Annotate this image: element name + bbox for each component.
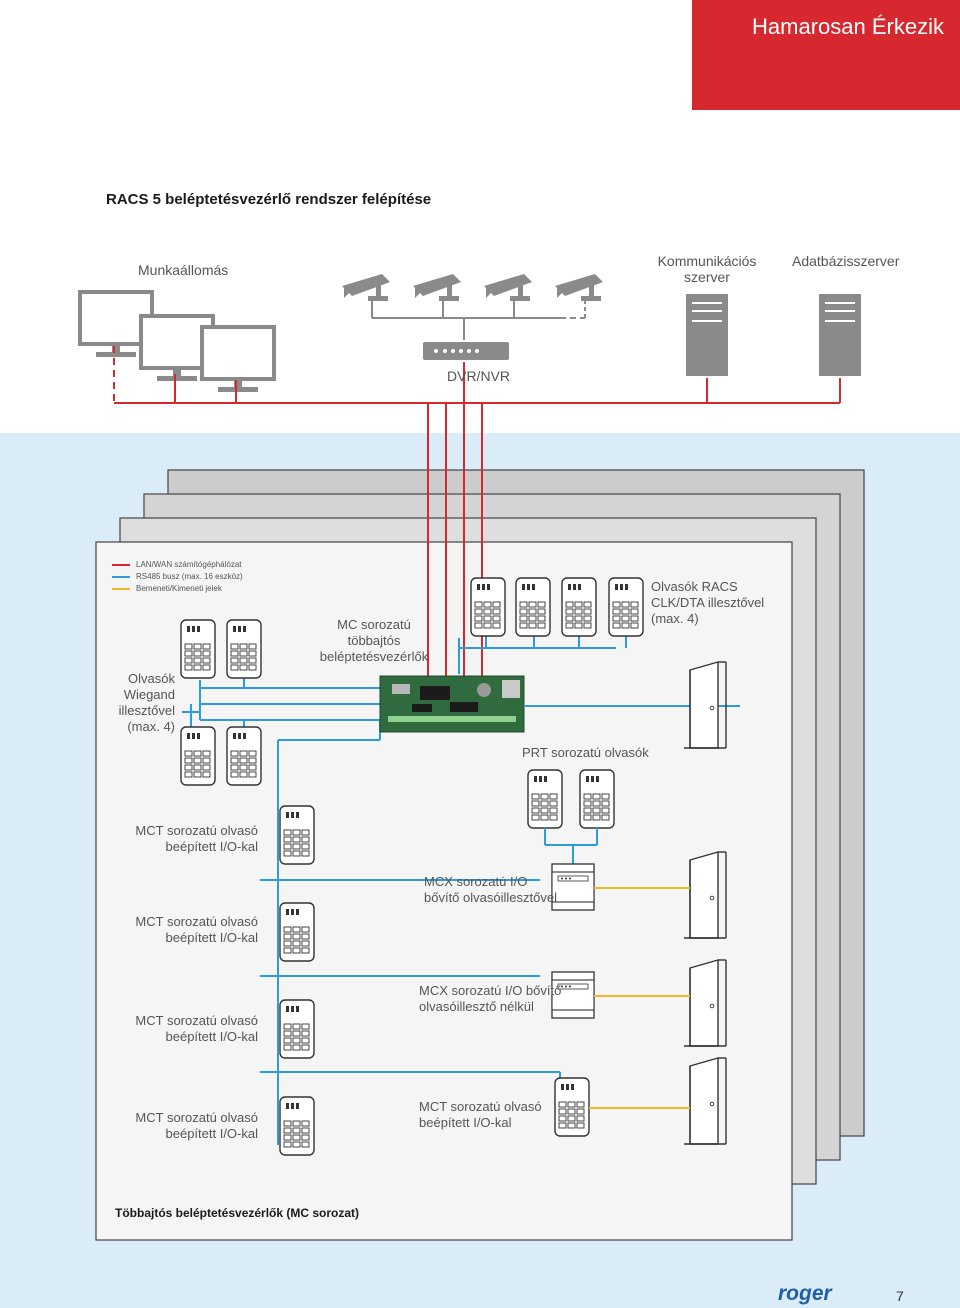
camera-icon: [342, 274, 390, 301]
reader-icon: [279, 902, 315, 962]
camera-icon: [555, 274, 603, 301]
camera-icon: [484, 274, 532, 301]
reader-icon: [279, 999, 315, 1059]
wiegand-readers-label: Olvasók Wiegand illesztővel (max. 4): [118, 671, 175, 734]
comm-server-label: Kommunikációs szerver: [657, 253, 757, 285]
reader-icon: [554, 1077, 590, 1137]
legend-label: LAN/WAN számítógéphálózat: [136, 560, 242, 569]
monitor-icon: [200, 325, 276, 394]
reader-icon: [279, 1096, 315, 1156]
reader-icon: [527, 769, 563, 829]
reader-icon: [561, 577, 597, 637]
mcx-with-reader-label: MCX sorozatú I/O bővítő olvasóillesztőve…: [424, 874, 557, 905]
io-signals: [589, 887, 690, 1109]
page-heading: RACS 5 beléptetésvezérlő rendszer felépí…: [106, 191, 432, 208]
dvr-icon: [423, 342, 509, 360]
mct-reader-right-label: MCT sorozatú olvasó beépített I/O-kal: [419, 1099, 542, 1130]
banner-text: Hamarosan Érkezik: [752, 14, 944, 39]
coming-soon-banner: Hamarosan Érkezik: [692, 0, 960, 110]
legend-item: RS485 busz (max. 16 eszköz): [112, 572, 243, 584]
reader-icon: [226, 726, 262, 786]
lan-network: [113, 346, 841, 680]
mct-reader-label: MCT sorozatú olvasó beépített I/O-kal: [135, 914, 258, 945]
reader-icon: [180, 726, 216, 786]
controller-board-icon: [379, 675, 525, 733]
mcx-module-icon: [551, 863, 595, 911]
roger-logo: roger: [778, 1282, 832, 1305]
panel-footer-title: Többajtós beléptetésvezérlők (MC sorozat…: [115, 1206, 360, 1220]
mct-reader-label: MCT sorozatú olvasó beépített I/O-kal: [135, 1013, 258, 1044]
racs-readers-label: Olvasók RACS CLK/DTA illesztővel (max. 4…: [651, 579, 765, 626]
reader-icon: [608, 577, 644, 637]
workstation-label: Munkaállomás: [138, 262, 229, 278]
legend-item: LAN/WAN számítógéphálózat: [112, 560, 242, 572]
reader-icon: [180, 619, 216, 679]
server-icon: [819, 294, 861, 376]
mc-controller-label: MC sorozatú többajtós beléptetésvezérlők: [319, 617, 429, 664]
mct-reader-label: MCT sorozatú olvasó beépített I/O-kal: [135, 1110, 258, 1141]
reader-icon: [470, 577, 506, 637]
legend-label: RS485 busz (max. 16 eszköz): [136, 572, 243, 581]
reader-icon: [279, 805, 315, 865]
reader-icon: [579, 769, 615, 829]
mcx-without-reader-label: MCX sorozatú I/O bővítő olvasóillesztő n…: [419, 983, 562, 1014]
camera-icon: [413, 274, 461, 301]
db-server-label: Adatbázisszerver: [792, 253, 900, 269]
page-number: 7: [896, 1288, 904, 1304]
prt-readers-label: PRT sorozatú olvasók: [522, 745, 649, 760]
rs485-bus: [182, 636, 740, 1145]
reader-icon: [226, 619, 262, 679]
reader-icon: [515, 577, 551, 637]
legend-label: Bemeneti/Kimeneti jelek: [136, 584, 222, 593]
dvr-label: DVR/NVR: [447, 368, 511, 384]
mct-reader-label: MCT sorozatú olvasó beépített I/O-kal: [135, 823, 258, 854]
server-icon: [686, 294, 728, 376]
legend-item: Bemeneti/Kimeneti jelek: [112, 584, 222, 596]
